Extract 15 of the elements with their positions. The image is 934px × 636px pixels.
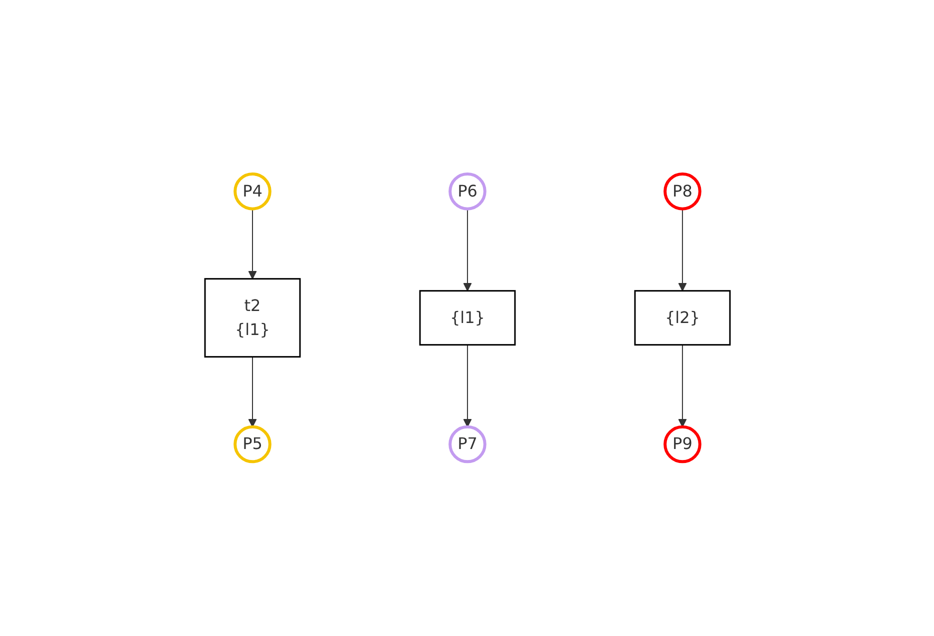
node-circle: P4: [233, 172, 271, 210]
arrow: [248, 208, 256, 280]
node-circle: P8: [663, 172, 701, 210]
arrow: [462, 208, 472, 292]
node-circle: P6: [448, 172, 486, 210]
node-box: {l2}: [634, 290, 730, 346]
arrow: [678, 208, 686, 292]
node-circle: P5: [233, 426, 271, 464]
node-box: {l1}: [418, 290, 516, 346]
node-circle: P9: [663, 426, 701, 464]
node-box: t2 {l1}: [204, 278, 300, 358]
arrow: [678, 344, 686, 428]
arrow: [462, 344, 472, 428]
node-circle: P7: [448, 426, 486, 464]
arrow: [248, 356, 256, 428]
